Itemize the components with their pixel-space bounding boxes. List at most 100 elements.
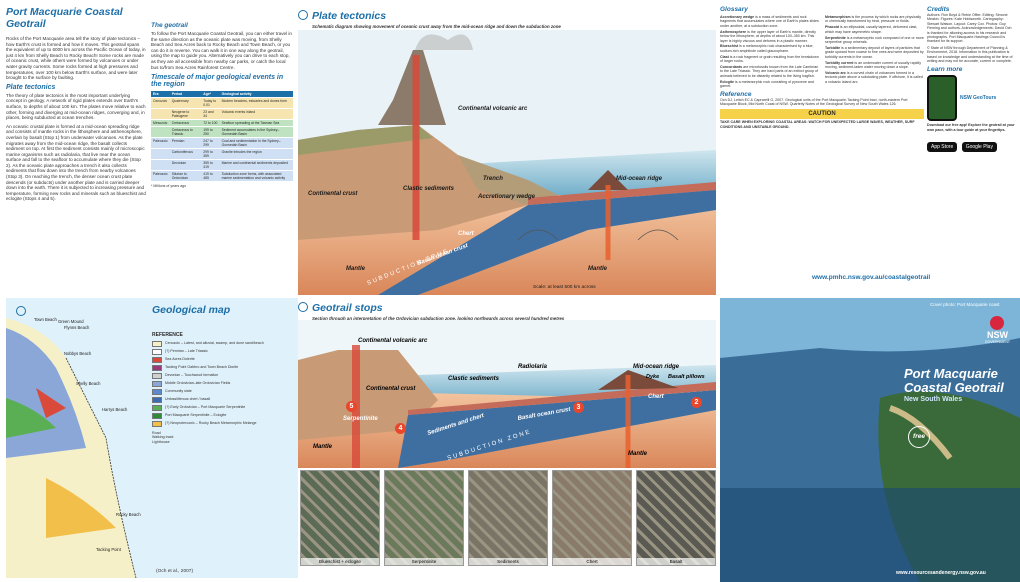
stops-label-crust: Continental crust xyxy=(366,386,416,392)
timescale-cell: Today to 0.01 xyxy=(201,97,220,110)
stops-label-serpentinite: Serpentinite xyxy=(343,416,378,422)
cover-website[interactable]: www.resourcesandenergy.nsw.gov.au xyxy=(896,570,986,576)
glossary-entry: Turbidity current is an underwater curre… xyxy=(825,61,924,70)
legend-item: Devonian – Touchwood formation xyxy=(152,373,292,379)
free-label: free xyxy=(913,433,925,440)
glossary-entry: Blueschist is a metamorphic rock charact… xyxy=(720,44,819,53)
legend-item: Port Macquarie Serpentinite – Eclogite xyxy=(152,413,292,419)
stops-diagram: Continental volcanic arc Radiolaria Mid-… xyxy=(298,320,716,468)
map-place-label: Nobbys Beach xyxy=(64,351,92,356)
stops-label-clastic: Clastic sediments xyxy=(448,376,500,382)
timescale-cell: 247 to 299 xyxy=(201,137,220,150)
glossary-entry: Clast is a rock fragment or grain result… xyxy=(720,55,819,64)
caution-title: CAUTION xyxy=(808,111,836,118)
glossary-term: Eclogite xyxy=(720,79,734,84)
glossary-definition: is a metamorphic rock composed of one or… xyxy=(825,35,924,45)
rock-photo-caption: Serpentinite xyxy=(385,558,463,565)
timescale-cell: Neogene to Paleogene xyxy=(169,108,202,121)
glossary-definition: is a metamorphic rock characterised by a… xyxy=(720,44,814,53)
timescale-cell: 72 to 100 xyxy=(201,119,220,128)
nsw-waratah-icon xyxy=(990,316,1005,330)
label-clastic: Clastic sediments xyxy=(403,186,455,192)
legend-item: Middle Ordovician–late Ordovician Fields xyxy=(152,381,292,387)
geomap-panel: Geological map REFERENCE Cenozoic – Late… xyxy=(6,298,298,578)
timescale-cell: 419 to 485 xyxy=(201,170,220,183)
legend-item: (?) Neoproterozoic – Rocky Beach Metamor… xyxy=(152,421,292,427)
geomap-marker-icon xyxy=(16,305,26,316)
timescale-cell xyxy=(151,108,170,121)
glossary-entry: Metamorphism is the process by which roc… xyxy=(825,15,924,24)
legend-road: Road xyxy=(152,431,161,435)
legend-item: (?) Early Ordovician – Port Macquarie Se… xyxy=(152,405,292,411)
credits-heading: Credits xyxy=(927,6,950,13)
stop-marker-5: 5 xyxy=(346,401,357,412)
intro-title: Port Macquarie Coastal Geotrail xyxy=(6,6,123,30)
timescale-table: Era Period Age* Geological activity Ceno… xyxy=(151,91,293,183)
timescale-cell xyxy=(151,126,170,139)
timescale-cell: Devonian xyxy=(169,159,202,172)
rock-photo: Basalt xyxy=(636,470,716,566)
rock-photo: Blueschist + eclogite xyxy=(300,470,380,566)
app-phone-mockup: NSW GeoTours xyxy=(927,75,1015,122)
plate-tectonics-text-2: An oceanic crustal plate is formed at a … xyxy=(6,123,146,202)
timescale-cell: 199 to 250 xyxy=(201,126,220,139)
glossary-term: Metamorphism xyxy=(825,15,851,19)
timescale-cell: Cretaceous to Triassic xyxy=(169,126,202,139)
app-store-button[interactable]: App Store xyxy=(927,142,958,153)
stops-marker-icon xyxy=(298,301,308,312)
timescale-footnote: * Millions of years ago xyxy=(151,184,187,189)
legend-swatch xyxy=(152,397,162,403)
website-url[interactable]: www.pmhc.nsw.gov.au/coastalgeotrail xyxy=(812,274,931,281)
stops-label-ridge: Mid-ocean ridge xyxy=(633,364,680,370)
nsw-brand: NSW xyxy=(986,330,1008,340)
tectonics-diagram: Continental volcanic arc Continental cru… xyxy=(298,30,716,295)
google-play-button[interactable]: Google Play xyxy=(961,142,997,153)
cover-panel: Cover photo: Port Macquarie coast NSW GO… xyxy=(720,298,1020,582)
label-scale: Scale: at least 500 km across xyxy=(533,284,596,290)
timescale-heading: Timescale of major geological events in … xyxy=(151,74,284,89)
glossary-entry: Accretionary wedge is a mass of sediment… xyxy=(720,15,819,28)
legend-walk: Walking track xyxy=(152,435,174,440)
legend-label: Unfossiliferous chert / basalt xyxy=(165,397,211,401)
legend-swatch xyxy=(152,421,162,427)
map-place-label: Green Mound xyxy=(58,319,84,324)
stops-crust-shape xyxy=(298,350,438,440)
legend-swatch xyxy=(152,389,162,395)
map-place-label: Town Beach xyxy=(34,317,57,322)
label-chert: Chert xyxy=(458,231,475,237)
timescale-cell: Modern beaches, estuaries and dunes form xyxy=(219,97,293,110)
timescale-cell: 359 to 419 xyxy=(201,159,220,172)
glossary-term: Volcanic arc xyxy=(825,70,846,75)
oceanic-plate-shape xyxy=(378,190,716,295)
reference-text: Och DJ, Leitch EC & Caprarelli G, 2007. … xyxy=(720,97,908,106)
glossary-term: Blueschist xyxy=(720,44,739,49)
phone-image xyxy=(927,75,957,122)
timescale-cell: Sediment accumulates in the Sydney–Gunne… xyxy=(219,126,293,139)
rock-photo-caption: Basalt xyxy=(637,558,715,565)
timescale-cell: Mesozoic xyxy=(151,119,170,128)
accretionary-wedge-shape xyxy=(458,155,558,205)
stop-marker-3: 3 xyxy=(573,402,584,413)
timescale-cell: Paleozoic xyxy=(151,170,170,183)
th-age: Age* xyxy=(201,91,220,99)
stops-label-arc: Continental volcanic arc xyxy=(358,338,428,344)
legend-label: Cenozoic – Latest, and alluvial, swamp, … xyxy=(165,341,264,345)
intro-panel: Port Macquarie Coastal Geotrail Rocks of… xyxy=(6,6,146,296)
stops-label-mantle-2: Mantle xyxy=(628,451,648,457)
glossary-heading: Glossary xyxy=(720,6,748,13)
timescale-cell: 299 to 359 xyxy=(201,148,220,161)
cover-region: New South Wales xyxy=(904,396,963,403)
volcano-shape xyxy=(378,50,446,125)
download-text: Download our free app! Explore the geotr… xyxy=(927,123,1015,132)
glossary-term: Turbidity current xyxy=(825,60,854,65)
cover-title-2: Coastal Geotrail xyxy=(904,380,1004,395)
glossary-definition: is an underwater current of usually rapi… xyxy=(825,60,922,70)
credits-text: Authors: Ron Boyd & Rebie Offler. Editin… xyxy=(927,13,1012,44)
legend-label: (?) Permian – Late Triassic xyxy=(165,349,208,353)
timescale-cell: Quaternary xyxy=(169,97,202,110)
timescale-cell: Silurian to Ordovician xyxy=(169,170,202,183)
